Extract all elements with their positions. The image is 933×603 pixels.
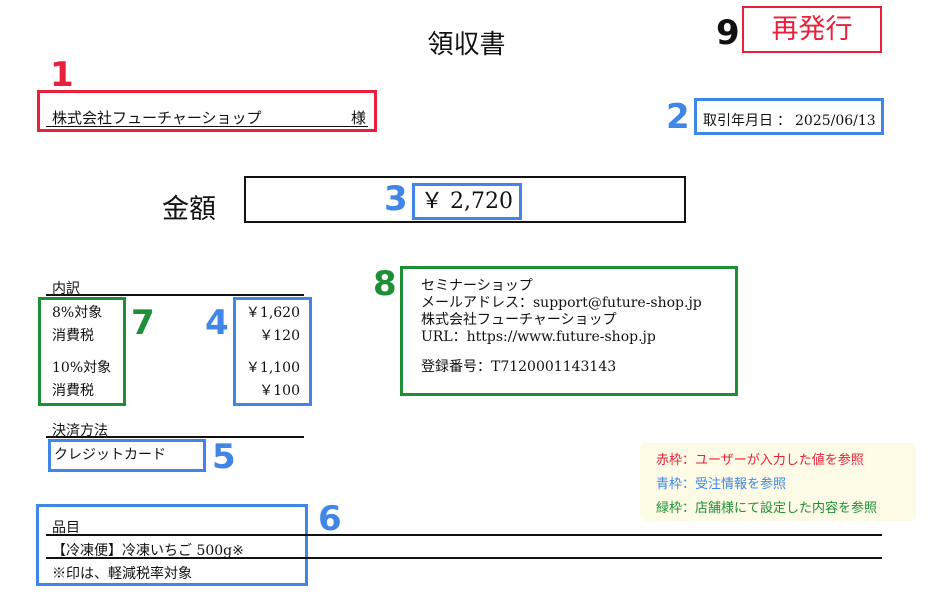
breakdown-value-8: ￥1,620: [245, 305, 300, 321]
breakdown-labels-box: [38, 297, 126, 406]
items-box: [36, 504, 308, 586]
marker-6: 6: [318, 499, 342, 539]
customer-box: [37, 90, 377, 132]
reissue-box: 再発行: [742, 6, 882, 53]
breakdown-value-tax-8: ￥120: [259, 328, 300, 344]
marker-4: 4: [205, 303, 229, 343]
date-box: 取引年月日：2025/06/13: [694, 98, 884, 135]
items-note: ※印は、軽減税率対象: [52, 566, 192, 582]
marker-7: 7: [131, 303, 155, 343]
breakdown-values-box: [233, 297, 312, 406]
payment-method: クレジットカード: [54, 447, 166, 463]
breakdown-heading: 内訳: [52, 281, 80, 297]
customer-name: 株式会社フューチャーショップ: [52, 109, 262, 127]
marker-8: 8: [373, 264, 397, 304]
amount-box: ￥ 2,720: [412, 183, 522, 220]
legend-blue: 青枠：受注情報を参照: [656, 477, 787, 492]
items-row-line: [46, 557, 882, 559]
marker-1: 1: [50, 55, 74, 95]
store-email: メールアドレス：support@future-shop.jp: [421, 295, 702, 311]
payment-underline: [46, 436, 304, 438]
breakdown-value-tax-10: ￥100: [259, 383, 300, 399]
breakdown-underline: [46, 294, 304, 296]
breakdown-label-tax-10: 消費税: [52, 383, 94, 399]
legend-box: 赤枠：ユーザーが入力した値を参照 青枠：受注情報を参照 緑枠：店舗様にて設定した…: [640, 443, 916, 521]
customer-honorific: 様: [351, 109, 367, 127]
reissue-label: 再発行: [771, 14, 853, 45]
store-box: [400, 266, 738, 396]
store-name: セミナーショップ: [421, 278, 533, 294]
item-name: 【冷凍便】冷凍いちご 500g※: [52, 543, 244, 559]
breakdown-label-tax-8: 消費税: [52, 328, 94, 344]
payment-box: [48, 439, 206, 472]
items-heading: 品目: [52, 520, 80, 536]
store-registration: 登録番号：T7120001143143: [421, 359, 617, 375]
date-value: 2025/06/13: [795, 113, 876, 129]
store-company: 株式会社フューチャーショップ: [421, 312, 617, 328]
items-header-line: [46, 534, 882, 536]
marker-9: 9: [716, 13, 740, 53]
date-label: 取引年月日: [703, 113, 773, 129]
legend-green: 緑枠：店舗様にて設定した内容を参照: [656, 501, 878, 516]
breakdown-value-10: ￥1,100: [245, 360, 300, 376]
page-title: 領収書: [427, 30, 506, 60]
payment-heading: 決済方法: [52, 423, 108, 439]
marker-2: 2: [666, 97, 690, 137]
legend-red: 赤枠：ユーザーが入力した値を参照: [656, 453, 864, 468]
customer-underline: [46, 126, 368, 127]
amount-value: ￥ 2,720: [421, 189, 513, 214]
breakdown-label-10: 10%対象: [52, 360, 112, 376]
marker-5: 5: [212, 437, 236, 477]
amount-label: 金額: [162, 194, 216, 225]
marker-3: 3: [384, 179, 408, 219]
amount-frame: [244, 176, 686, 223]
breakdown-label-8: 8%対象: [52, 305, 103, 321]
store-url: URL：https://www.future-shop.jp: [421, 329, 656, 345]
